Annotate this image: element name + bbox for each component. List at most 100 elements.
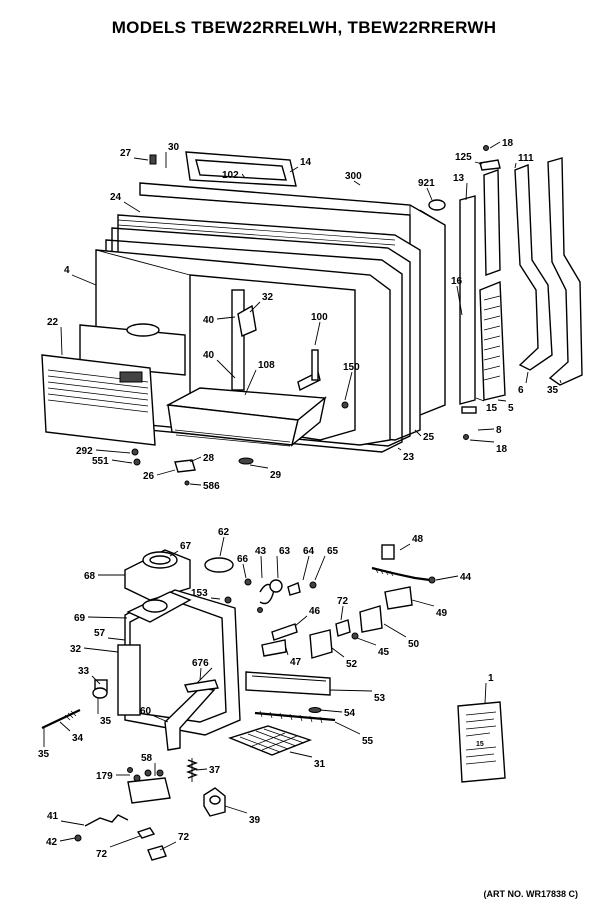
part-callout-40: 40 xyxy=(203,315,215,326)
part-callout-125: 125 xyxy=(455,152,472,163)
spring xyxy=(186,758,198,782)
callout-leader xyxy=(216,316,236,320)
callout-leader xyxy=(210,597,221,600)
callout-leader xyxy=(219,536,225,557)
freezer-tray xyxy=(165,387,327,447)
callout-leader xyxy=(87,616,128,619)
callout-leader xyxy=(294,615,308,627)
callout-leader xyxy=(477,428,495,431)
callout-leader xyxy=(383,623,407,638)
callout-leader xyxy=(156,469,176,476)
part-callout-40: 40 xyxy=(203,350,215,361)
part-callout-921: 921 xyxy=(418,178,435,189)
callout-leader xyxy=(474,161,483,165)
callout-leader xyxy=(195,768,208,771)
control-components xyxy=(204,557,317,613)
part-callout-33: 33 xyxy=(78,666,90,677)
part-callout-50: 50 xyxy=(408,639,420,650)
callout-leader xyxy=(199,667,202,681)
part-callout-49: 49 xyxy=(436,608,448,619)
part-callout-72: 72 xyxy=(96,849,108,860)
callout-leader xyxy=(484,682,487,704)
part-callout-179: 179 xyxy=(96,771,113,782)
part-callout-676: 676 xyxy=(192,658,209,669)
part-callout-64: 64 xyxy=(303,546,315,557)
part-callout-32: 32 xyxy=(262,292,274,303)
front-grille xyxy=(41,354,156,446)
callout-leader xyxy=(249,301,261,313)
callout-leader xyxy=(456,285,463,316)
page-title: MODELS TBEW22RRELWH, TBEW22RRERWH xyxy=(111,18,497,37)
part-callout-100: 100 xyxy=(311,312,328,323)
part-callout-60: 60 xyxy=(140,706,152,717)
part-callout-52: 52 xyxy=(346,659,358,670)
callout-leader xyxy=(514,162,517,169)
part-callout-41: 41 xyxy=(47,811,59,822)
part-callout-57: 57 xyxy=(94,628,106,639)
part-callout-45: 45 xyxy=(378,647,390,658)
callout-leader xyxy=(159,841,177,851)
part-callout-108: 108 xyxy=(258,360,275,371)
callout-leader xyxy=(319,709,343,713)
part-callout-300: 300 xyxy=(345,171,362,182)
drain-grille xyxy=(227,725,313,756)
part-callout-27: 27 xyxy=(120,148,132,159)
part-callout-8: 8 xyxy=(496,425,502,436)
part-callout-39: 39 xyxy=(249,815,261,826)
part-callout-46: 46 xyxy=(309,606,321,617)
part-callout-150: 150 xyxy=(343,362,360,373)
part-callout-153: 153 xyxy=(191,588,208,599)
callout-leader xyxy=(497,399,507,402)
part-callout-6: 6 xyxy=(518,385,524,396)
part-callout-5: 5 xyxy=(508,403,514,414)
part-callout-58: 58 xyxy=(141,753,153,764)
callout-leader xyxy=(123,201,141,213)
small-clips xyxy=(136,827,167,861)
fan-shroud-assembly xyxy=(124,549,191,601)
part-callout-13: 13 xyxy=(453,173,465,184)
callout-leader xyxy=(356,637,377,646)
part-callout-35: 35 xyxy=(38,749,50,760)
part-callout-35: 35 xyxy=(547,385,559,396)
part-callout-55: 55 xyxy=(362,736,374,747)
part-callout-102: 102 xyxy=(222,170,239,181)
callout-leader xyxy=(399,543,411,551)
part-callout-4: 4 xyxy=(64,265,70,276)
lower-bracket xyxy=(127,767,171,804)
part-callout-69: 69 xyxy=(74,613,86,624)
callout-leader xyxy=(59,837,76,842)
part-callout-62: 62 xyxy=(218,527,230,538)
callout-leader xyxy=(353,180,361,186)
top-handle-frame xyxy=(185,151,297,187)
part-callout-68: 68 xyxy=(84,571,96,582)
callout-leader xyxy=(285,647,289,656)
part-callout-28: 28 xyxy=(203,453,215,464)
trim-bars xyxy=(245,671,336,724)
damper-bracket xyxy=(164,667,219,751)
owners-manual-card: 15 xyxy=(457,701,506,783)
part-callout-23: 23 xyxy=(403,452,415,463)
upper-small-parts xyxy=(131,145,501,486)
knob-and-shaft xyxy=(41,679,108,729)
part-callout-48: 48 xyxy=(412,534,424,545)
callout-leader xyxy=(241,173,246,179)
art-number: (ART NO. WR17838 C) xyxy=(483,889,578,899)
switch-and-relay xyxy=(261,623,333,659)
callout-leader xyxy=(216,359,236,379)
callout-leader xyxy=(95,449,131,454)
part-callout-24: 24 xyxy=(110,192,122,203)
callout-leader xyxy=(244,369,257,396)
callout-leader xyxy=(107,637,126,641)
callout-leader xyxy=(475,397,485,402)
callout-leader xyxy=(111,459,133,464)
callout-leader xyxy=(60,820,85,826)
wire-harness xyxy=(371,544,436,584)
callout-leader xyxy=(242,563,247,579)
callout-leader xyxy=(249,464,269,469)
part-callout-29: 29 xyxy=(270,470,282,481)
callout-leader xyxy=(465,182,468,201)
callout-leader xyxy=(83,647,119,653)
part-callout-586: 586 xyxy=(203,481,220,492)
part-callout-63: 63 xyxy=(279,546,291,557)
